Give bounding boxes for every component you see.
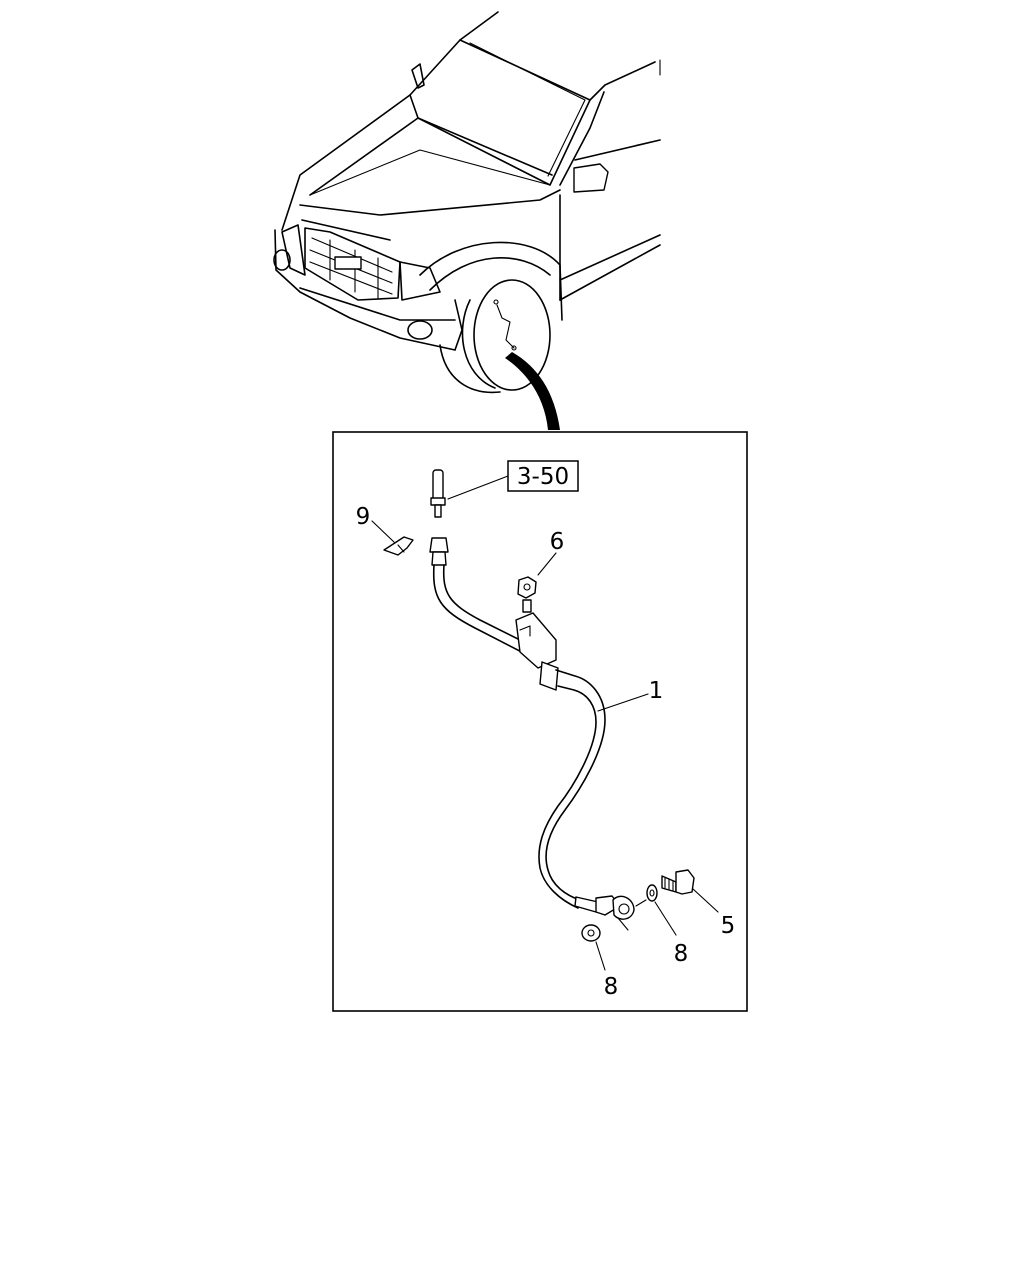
reference-label: 3-50: [517, 464, 569, 490]
callout-label-8-bottom: 8: [604, 974, 619, 1000]
callout-label-1: 1: [649, 678, 664, 704]
callout-label-5: 5: [721, 913, 736, 939]
callout-label-9: 9: [356, 504, 371, 530]
vehicle-illustration: [273, 11, 661, 430]
brake-line-connector: [430, 469, 446, 518]
washer-part-8-upper: [646, 884, 658, 902]
nut-part-6: [517, 576, 537, 613]
washer-part-8-lower: [581, 924, 601, 942]
clip-part-9: [383, 536, 414, 556]
reference-box: 3-50: [507, 460, 579, 492]
callout-label-6: 6: [550, 529, 565, 555]
detail-frame: [332, 431, 748, 1012]
brake-hose-assembly: [429, 537, 635, 931]
banjo-bolt-part-5: [661, 869, 695, 895]
zoom-pointer: [505, 352, 560, 430]
callout-label-8-right: 8: [674, 941, 689, 967]
